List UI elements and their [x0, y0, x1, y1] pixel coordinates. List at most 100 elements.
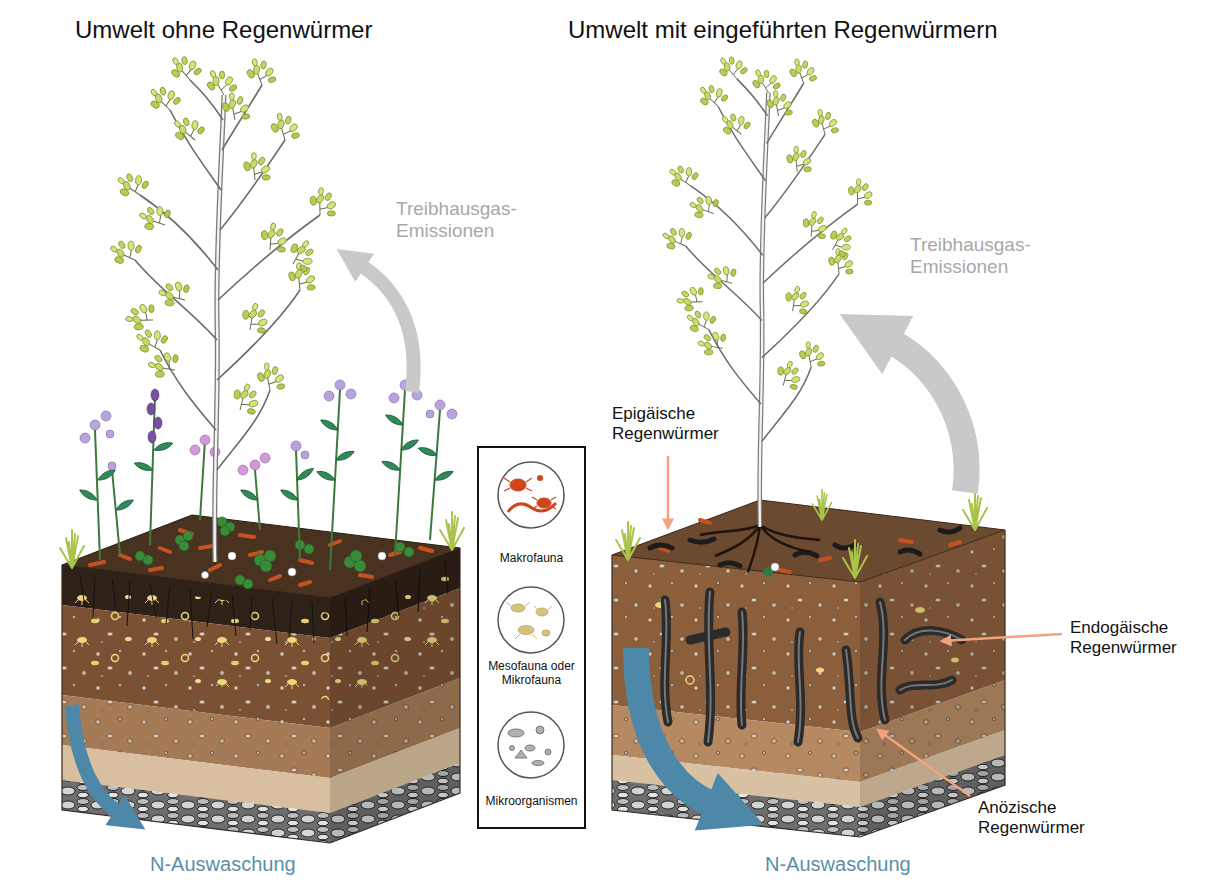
soil-block-right — [612, 780, 860, 837]
ground-plants — [812, 490, 831, 520]
soil-block-left — [260, 560, 272, 572]
worm-type-label: Anözische Regenwürmer — [978, 798, 1118, 837]
legend-box — [506, 602, 552, 639]
ground-plants — [101, 411, 111, 421]
leaching-label: N-Auswaschung — [150, 853, 296, 876]
ground-plants — [108, 462, 116, 470]
soil-block-left — [202, 572, 209, 579]
legend-box — [536, 608, 548, 616]
ground-plants — [447, 409, 457, 419]
soil-block-left — [378, 552, 386, 560]
ground-plants — [78, 487, 98, 502]
soil-block-left — [228, 552, 236, 560]
tree — [106, 53, 345, 562]
legend-box — [478, 447, 585, 828]
legend-box — [508, 729, 524, 737]
earthworms — [798, 632, 801, 742]
ground-plants — [389, 393, 399, 403]
earthworms — [650, 528, 960, 566]
ground-plants — [190, 435, 270, 475]
ground-plants — [324, 391, 334, 401]
soil-block-left — [62, 515, 460, 843]
ground-plants — [435, 400, 445, 410]
ground-plants — [90, 420, 100, 430]
leaching-arrow — [636, 648, 712, 804]
ground-plants — [154, 417, 162, 429]
legend-box — [498, 712, 564, 778]
soil-block-right — [612, 500, 1005, 582]
soil-block-left — [135, 517, 414, 589]
soil-block-left — [404, 547, 414, 557]
ground-plants — [319, 417, 339, 432]
ground-plants — [80, 433, 90, 443]
earthworms — [690, 539, 714, 542]
soil-block-left — [220, 526, 230, 536]
ground-plants — [616, 490, 987, 578]
worm-type-label: Endogäische Regenwürmer — [1070, 618, 1210, 657]
legend-box — [510, 746, 515, 751]
legend-box — [537, 498, 551, 508]
earthworms — [905, 631, 962, 640]
legend-box — [511, 604, 525, 612]
soil-block-right — [686, 676, 694, 684]
ground-plants — [279, 487, 299, 502]
earthworms — [900, 680, 952, 690]
earthworms — [720, 563, 740, 566]
ground-plants — [147, 403, 155, 415]
ground-plants — [291, 441, 301, 451]
soil-block-left — [62, 548, 460, 843]
ground-plants — [133, 460, 154, 472]
ground-plants — [200, 435, 210, 445]
ground-plants — [60, 530, 84, 568]
soil-block-left — [62, 515, 460, 598]
ground-plants — [250, 460, 260, 470]
legend-box — [508, 726, 551, 766]
earthworms — [905, 631, 962, 640]
ground-plants — [417, 445, 438, 457]
soil-block-right — [612, 500, 1005, 837]
ground-plants — [147, 389, 162, 443]
emission-label: Treibhausgas- Emissionen — [396, 198, 531, 242]
legend-box — [536, 726, 544, 734]
earthworms — [665, 592, 962, 742]
ground-plants — [335, 449, 356, 463]
panel-heading: Umwelt mit eingeführten Regenwürmern — [568, 16, 998, 44]
soil-block-left — [243, 579, 253, 589]
ground-plants — [771, 563, 779, 571]
earthworms — [846, 650, 858, 738]
leaching-arrow — [72, 705, 118, 812]
earthworms — [798, 632, 801, 742]
ground-plants — [190, 445, 200, 455]
ground-plants — [151, 389, 159, 401]
ground-plants — [295, 466, 315, 482]
ground-plants — [238, 465, 248, 475]
ground-plants — [260, 453, 270, 463]
soil-block-right — [660, 520, 960, 572]
ground-plants — [115, 497, 135, 512]
legend-box — [518, 626, 534, 635]
ground-plants — [239, 487, 259, 502]
panel-heading: Umwelt ohne Regenwürmer — [75, 16, 372, 44]
soil-block-left — [288, 568, 296, 576]
tree-roots — [700, 525, 820, 572]
ground-plants — [963, 492, 987, 530]
ground-plants — [148, 431, 156, 443]
legend-box — [537, 475, 543, 481]
ground-plants — [616, 522, 640, 560]
leader-line — [878, 730, 970, 796]
soil-block-left — [183, 531, 193, 541]
soil-block-right — [860, 530, 1005, 837]
earthworms — [741, 612, 743, 725]
tree — [658, 53, 880, 527]
soil-block-right — [816, 668, 824, 673]
legend-box — [498, 462, 564, 528]
ground-plants — [335, 380, 345, 390]
ground-plants — [316, 469, 337, 483]
legend-box — [545, 749, 551, 755]
legend-box — [504, 475, 556, 512]
soil-block-left — [304, 544, 314, 554]
soil-block-left — [350, 550, 362, 562]
worm-type-label: Epigäische Regenwürmer — [612, 404, 752, 443]
